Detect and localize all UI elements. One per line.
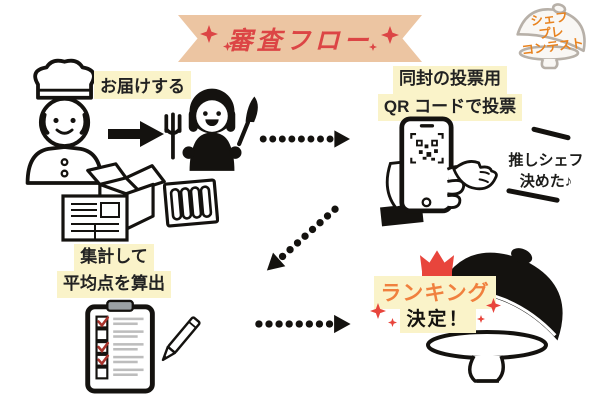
contest-logo: シェフ プレ コンテスト bbox=[504, 3, 598, 71]
title-banner: 審査フロー bbox=[178, 15, 422, 62]
sparkle-icon bbox=[223, 42, 232, 51]
sparkle-icon bbox=[477, 315, 485, 323]
speech-line-1: 推しシェフ bbox=[508, 152, 584, 169]
step2-line-2: QR コードで投票 bbox=[377, 93, 523, 122]
dotted-arrow-icon bbox=[255, 314, 351, 334]
sparkle-icon bbox=[200, 25, 218, 43]
step2-line-1: 同封の投票用 bbox=[393, 66, 507, 94]
pointing-hand-icon bbox=[452, 160, 498, 191]
sparkle-icon bbox=[369, 43, 377, 51]
step3-line-2: 平均点を算出 bbox=[57, 270, 171, 298]
shipping-label-icon bbox=[61, 194, 129, 242]
sparkle-icon bbox=[486, 298, 501, 313]
step3-label: 集計して 平均点を算出 bbox=[28, 244, 200, 298]
contest-logo-cloche-icon bbox=[516, 3, 586, 70]
step1-label: お届けする bbox=[94, 71, 191, 99]
eating-woman-icon bbox=[164, 88, 258, 171]
dotted-arrow-icon bbox=[259, 130, 350, 148]
dotted-arrow-icon bbox=[266, 205, 339, 271]
crown-icon bbox=[419, 250, 455, 277]
step1-label-text: お届けする bbox=[94, 71, 191, 99]
speech-bubble: 推しシェフ 決めた♪ bbox=[494, 150, 598, 192]
sparkle-icon bbox=[381, 26, 399, 44]
step3-line-1: 集計して bbox=[74, 244, 154, 271]
chef-icon bbox=[25, 58, 104, 185]
phone-qr-icon bbox=[380, 116, 466, 227]
sparkle-icon bbox=[388, 318, 397, 327]
result-line-2: 決定！ bbox=[396, 303, 480, 333]
page-title: 審査フロー bbox=[227, 26, 373, 55]
sparkle-icon bbox=[370, 303, 386, 319]
pen-icon bbox=[161, 316, 201, 362]
arrow-right-icon bbox=[108, 121, 164, 147]
clipboard-checklist-icon bbox=[85, 299, 155, 394]
speech-line-2: 決めた♪ bbox=[519, 173, 573, 190]
result-line-2-text: 決定！ bbox=[400, 303, 476, 333]
speech-emphasis-dash-top bbox=[530, 126, 572, 141]
step2-label: 同封の投票用 QR コードで投票 bbox=[352, 66, 548, 122]
vacuum-pack-icon bbox=[163, 178, 219, 228]
